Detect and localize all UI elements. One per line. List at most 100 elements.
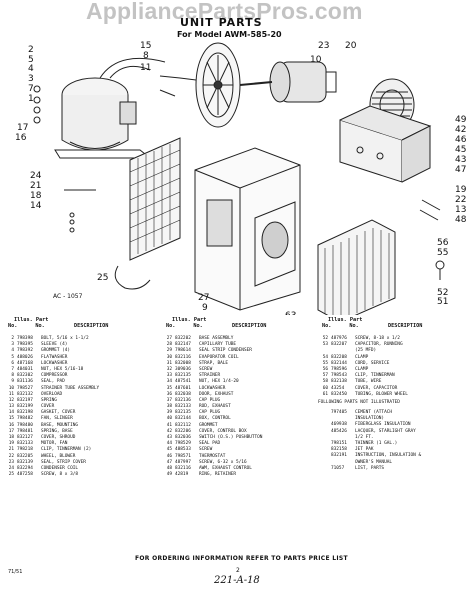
part-number: 487258 (17, 472, 33, 478)
part-description: OVERLOAD (41, 391, 63, 397)
part-description: GASKET, COVER (41, 410, 76, 416)
part-number: 71057 (331, 465, 345, 471)
part-illus-no: 55 (322, 360, 328, 366)
svg-text:55: 55 (437, 248, 448, 258)
part-description: COVER, CONTROL BOX (199, 428, 247, 434)
col2-header-desc: DESCRIPTION (232, 322, 267, 329)
svg-text:20: 20 (345, 41, 357, 51)
part-illus-no: 6 (11, 360, 14, 366)
diagram-code: AC - 1057 (53, 293, 83, 300)
part-number: 832127 (17, 435, 33, 440)
part-number: 832112 (175, 422, 191, 428)
handwritten-code: 221-A-18 (214, 575, 260, 586)
part-description: AWM, EXHAUST CONTROL (199, 465, 252, 471)
part-number: 832158 (331, 447, 347, 453)
part-description: SCREW (199, 366, 213, 372)
part-description: BOLT, 5/16 x 1-1/2 (41, 336, 89, 341)
svg-text:43: 43 (455, 155, 466, 165)
part-number: 487541 (175, 379, 191, 385)
svg-text:21: 21 (30, 181, 41, 191)
part-number: 798482 (17, 416, 33, 422)
parts-list: Illus. Part No.No. DESCRIPTION Illus. Pa… (0, 317, 476, 552)
part-number: 832147 (175, 342, 191, 348)
part-number: 798596 (331, 366, 347, 372)
part-description: LIST, PARTS (355, 465, 385, 471)
part-illus-no: 52 (322, 336, 328, 341)
part-description: TUBING, BLOWER WHEEL (355, 391, 408, 397)
control-box-drawing (339, 105, 432, 183)
part-number: 798481 (17, 428, 33, 434)
svg-text:24: 24 (30, 171, 42, 181)
part-description: BASE, MOUNTING (41, 422, 79, 428)
part-description: CLAMP (355, 366, 369, 372)
part-illus-no: 25 (8, 472, 14, 478)
part-number: 309036 (175, 366, 191, 372)
part-illus-no: 24 (8, 465, 14, 471)
part-description: TUBE, WIRE (355, 379, 382, 385)
svg-text:8: 8 (143, 51, 149, 61)
part-description: EVAPORATOR COIL (199, 354, 239, 360)
col2-header-illus: Illus. Part (172, 317, 207, 323)
part-description: FAN, SLINGER (41, 416, 73, 422)
part-number: 832294 (17, 465, 33, 471)
part-illus-no: 33 (166, 373, 172, 379)
part-illus-no: 53 (322, 342, 328, 348)
part-number: 798218 (17, 447, 33, 453)
col3-header-part: No. (349, 322, 359, 329)
part-number: 832132 (17, 391, 33, 397)
part-illus-no: 60 (322, 385, 328, 391)
part-description: SCREW, 8-18 x 1/2 (355, 336, 400, 341)
part-illus-no: 61 (322, 391, 328, 397)
part-description: 1/2 FT. (355, 434, 374, 440)
part-illus-no: 34 (166, 379, 172, 385)
svg-text:11: 11 (140, 63, 151, 73)
part-number: 798614 (175, 348, 191, 354)
svg-text:47: 47 (455, 165, 466, 175)
part-illus-no: 54 (322, 354, 328, 360)
part-illus-no: 19 (8, 441, 14, 447)
motor-drawing (239, 61, 337, 103)
page-title: UNIT PARTS (180, 16, 263, 29)
part-illus-no: 56 (322, 366, 328, 372)
part-illus-no: 30 (166, 354, 172, 360)
svg-text:23: 23 (318, 41, 329, 51)
part-description: SEAL PAD (199, 441, 221, 447)
part-description: STRAP, BALE (199, 360, 229, 366)
part-description: CAPILLARY TUBE (199, 342, 237, 348)
part-description: THINNER (1 GAL.) (355, 440, 398, 446)
page-number: 2 (236, 567, 240, 574)
svg-text:7: 7 (28, 84, 34, 94)
part-description: SEAL, PAD (41, 379, 65, 385)
part-illus-no: 44 (166, 441, 172, 447)
part-number: 42819 (175, 472, 189, 478)
part-number: 832008 (175, 360, 191, 366)
part-description: GROMMET (199, 422, 218, 428)
part-illus-no: 48 (166, 465, 172, 471)
part-illus-no: 37 (166, 397, 172, 403)
part-description: SCREW (199, 447, 213, 453)
fan-blade-drawing (159, 42, 241, 128)
